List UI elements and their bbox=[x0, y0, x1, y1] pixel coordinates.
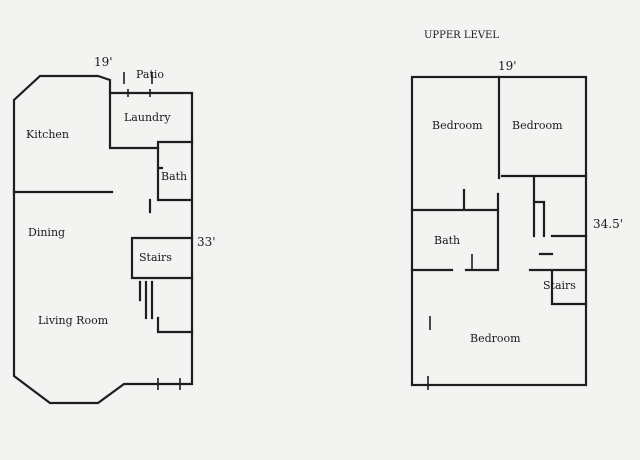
bath-walls bbox=[148, 146, 194, 214]
upper-door-tick bbox=[427, 254, 473, 390]
upper-bath-walls bbox=[410, 188, 500, 272]
room-label-bedroom-bottom: Bedroom bbox=[470, 332, 521, 345]
upper-level-plan: UPPER LEVEL 19' 34.5' Bedroom Bedroom Ba… bbox=[410, 30, 623, 390]
room-label-living-room: Living Room bbox=[38, 314, 109, 327]
upper-stairs-walls bbox=[500, 174, 588, 306]
upper-depth-label: 34.5' bbox=[593, 217, 623, 231]
lower-depth-label: 33' bbox=[197, 235, 216, 249]
upper-width-label: 19' bbox=[498, 59, 517, 73]
laundry-wall bbox=[108, 91, 194, 144]
lower-width-label: 19' bbox=[94, 55, 113, 69]
room-label-bedroom-left: Bedroom bbox=[432, 119, 483, 132]
room-label-patio: Patio bbox=[136, 68, 164, 81]
room-label-upper-stairs: Stairs bbox=[543, 279, 576, 292]
room-label-kitchen: Kitchen bbox=[26, 128, 69, 141]
lower-outer-wall bbox=[12, 74, 194, 405]
stairs-walls bbox=[130, 236, 194, 334]
room-label-laundry: Laundry bbox=[124, 111, 171, 124]
room-label-stairs: Stairs bbox=[139, 251, 172, 264]
upper-level-title: UPPER LEVEL bbox=[424, 30, 499, 41]
room-label-upper-bath: Bath bbox=[434, 234, 460, 247]
room-label-bath: Bath bbox=[161, 170, 187, 183]
lower-level-plan: 19' 33' Patio Laundry Kitchen Bath Dinin… bbox=[12, 55, 216, 405]
room-label-bedroom-right: Bedroom bbox=[512, 119, 563, 132]
front-door-tick bbox=[157, 378, 181, 390]
patio-door-tick bbox=[123, 72, 153, 84]
room-label-dining: Dining bbox=[28, 226, 65, 239]
laundry-door-tick bbox=[127, 89, 151, 97]
